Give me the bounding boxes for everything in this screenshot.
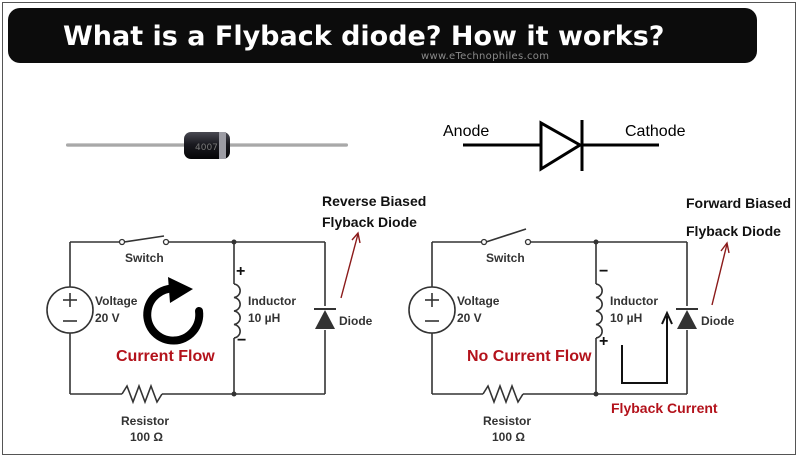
title-banner: What is a Flyback diode? How it works? — [8, 8, 757, 63]
left-voltage-value: 20 V — [95, 311, 120, 325]
flyback-current-path-icon — [621, 310, 673, 384]
right-voltage-value: 20 V — [457, 311, 482, 325]
left-switch-label: Switch — [125, 251, 164, 265]
left-resistor-label: Resistor — [121, 414, 169, 428]
right-voltage-source — [408, 286, 456, 334]
right-annotation-arrow-icon — [711, 241, 730, 306]
flyback-current-label: Flyback Current — [611, 400, 718, 416]
left-switch-contacts — [118, 238, 170, 246]
right-inductor — [595, 283, 603, 339]
left-voltage-source — [46, 286, 94, 334]
left-inductor-label: Inductor — [248, 294, 296, 308]
left-voltage-label: Voltage — [95, 294, 138, 308]
left-inductor — [233, 283, 241, 339]
diode-component-image: 4007 — [66, 132, 348, 159]
left-annotation-arrow-icon — [340, 231, 361, 299]
left-circuit-wires — [69, 235, 326, 405]
diode-symbol — [463, 120, 659, 172]
current-flow-arrow-icon — [143, 277, 204, 345]
right-annotation-line1: Forward Biased — [686, 195, 791, 211]
left-current-flow-label: Current Flow — [116, 348, 215, 365]
right-no-current-flow-label: No Current Flow — [467, 348, 592, 365]
right-inductor-label: Inductor — [610, 294, 658, 308]
right-inductor-value: 10 µH — [610, 311, 642, 325]
right-inductor-plus-sign: + — [599, 333, 608, 350]
left-diode-label: Diode — [339, 314, 373, 328]
left-junction-dots — [231, 239, 237, 397]
left-resistor-value: 100 Ω — [130, 430, 163, 444]
page-title: What is a Flyback diode? How it works? — [63, 21, 665, 52]
right-voltage-label: Voltage — [457, 294, 500, 308]
right-annotation-line2: Flyback Diode — [686, 223, 781, 239]
svg-text:4007: 4007 — [195, 143, 218, 153]
website-watermark: www.eTechnophiles.com — [421, 51, 550, 62]
image-frame — [2, 2, 796, 455]
left-annotation-line1: Reverse Biased — [322, 193, 426, 209]
cathode-label: Cathode — [625, 123, 686, 140]
left-annotation-line2: Flyback Diode — [322, 214, 417, 230]
left-inductor-value: 10 µH — [248, 311, 280, 325]
right-inductor-minus-sign: − — [599, 263, 608, 280]
left-inductor-plus-sign: + — [236, 263, 245, 280]
right-switch-label: Switch — [486, 251, 525, 265]
anode-label: Anode — [443, 123, 489, 140]
right-diode-label: Diode — [701, 314, 735, 328]
left-inductor-minus-sign: − — [237, 332, 246, 349]
right-switch-contacts — [480, 238, 532, 246]
right-junction-dots — [593, 239, 599, 397]
right-diode — [676, 308, 698, 329]
left-diode — [314, 308, 336, 329]
right-resistor-value: 100 Ω — [492, 430, 525, 444]
right-resistor-label: Resistor — [483, 414, 531, 428]
right-circuit-wires — [431, 228, 688, 405]
